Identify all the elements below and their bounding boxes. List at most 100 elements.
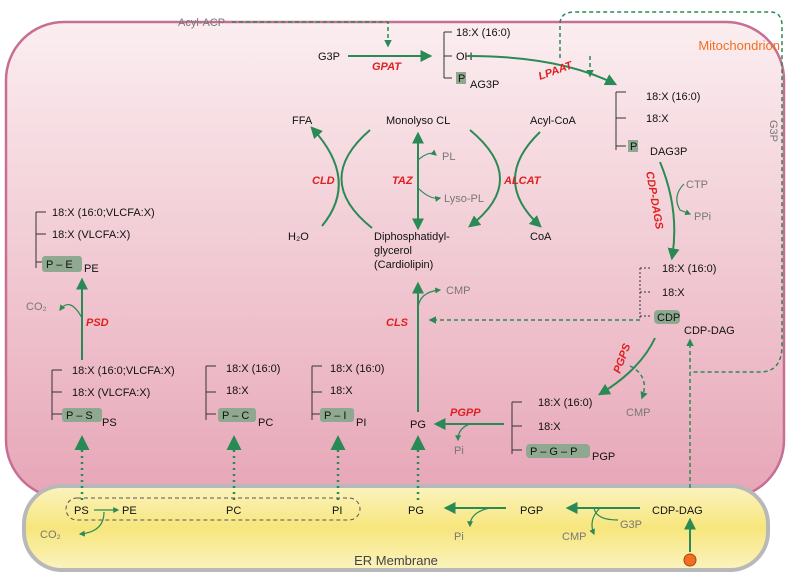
ps-chain1: 18:X (16:0;VLCFA:X) bbox=[72, 365, 175, 377]
pc-chain2: 18:X bbox=[226, 385, 249, 397]
pi-chain2: 18:X bbox=[330, 385, 353, 397]
pgp-head: P – G – P bbox=[530, 446, 578, 458]
ppi-label: PPi bbox=[694, 211, 711, 223]
cardiolipin-line3: (Cardiolipin) bbox=[374, 259, 433, 271]
cls-cmp-arrow bbox=[417, 287, 442, 311]
dag3p-chain1: 18:X (16:0) bbox=[646, 91, 700, 103]
alcat-arrow bbox=[468, 129, 501, 228]
cld-arrow bbox=[310, 126, 340, 227]
lyso-pl-label: Lyso-PL bbox=[444, 193, 484, 205]
g3p-er-label: G3P bbox=[620, 519, 642, 531]
pi-sub: PI bbox=[356, 417, 366, 429]
pe-chain2: 18:X (VLCFA:X) bbox=[52, 229, 130, 241]
coa-label: CoA bbox=[530, 231, 552, 243]
pi-phosphate-mito: Pi bbox=[454, 445, 464, 457]
pgp-bracket bbox=[511, 401, 522, 454]
er-pi-phosphate: Pi bbox=[454, 531, 464, 543]
cdp-dags-arrow bbox=[659, 161, 680, 261]
pe-bracket bbox=[35, 211, 46, 268]
dag3p-name: DAG3P bbox=[650, 146, 687, 158]
pgp-sub: PGP bbox=[592, 451, 615, 463]
er-cmp-out bbox=[589, 507, 601, 536]
psd-enzyme: PSD bbox=[86, 317, 109, 329]
cls-enzyme: CLS bbox=[386, 317, 409, 329]
alcat-coa-arrow bbox=[514, 131, 542, 228]
pe-chain1: 18:X (16:0;VLCFA:X) bbox=[52, 207, 155, 219]
cmp-er-label: CMP bbox=[562, 531, 586, 543]
ctp-label: CTP bbox=[686, 179, 708, 191]
dag3p-p-text: P bbox=[630, 141, 637, 153]
monolyso-cl-label: Monolyso CL bbox=[386, 115, 450, 127]
lpaat-arrow bbox=[467, 55, 618, 86]
ps-bracket bbox=[51, 369, 62, 420]
cdpdag-cdp-badge bbox=[654, 310, 680, 324]
co2-er-label: CO₂ bbox=[40, 529, 61, 541]
taz-enzyme: TAZ bbox=[392, 175, 414, 187]
ps-chain2: 18:X (VLCFA:X) bbox=[72, 387, 150, 399]
er-pi-label: PI bbox=[332, 505, 342, 517]
cdpdag-chain2: 18:X bbox=[662, 287, 685, 299]
cld-curve-main bbox=[340, 129, 373, 229]
pgps-cmp-dash bbox=[629, 365, 648, 400]
er-phospholipid-pool bbox=[65, 497, 361, 521]
taz-lysopl-arrow bbox=[417, 187, 442, 202]
pgp-chain1: 18:X (16:0) bbox=[538, 397, 592, 409]
er-ps-label: PS bbox=[74, 505, 89, 517]
er-membrane-label: ER Membrane bbox=[354, 553, 438, 568]
pc-head-badge bbox=[218, 408, 256, 422]
pg-mito-label: PG bbox=[410, 419, 426, 431]
co2-mito-label: CO₂ bbox=[26, 301, 47, 313]
er-g3p-in bbox=[593, 507, 619, 521]
g3p-label: G3P bbox=[318, 51, 340, 63]
ps-sub: PS bbox=[102, 417, 117, 429]
er-pg-label: PG bbox=[408, 505, 424, 517]
mitochondrion-label: Mitochondrion bbox=[698, 38, 780, 53]
pe-head-badge bbox=[42, 256, 82, 272]
pe-head: P – E bbox=[46, 259, 73, 271]
ps-head-badge bbox=[62, 408, 102, 422]
pc-sub: PC bbox=[258, 417, 273, 429]
cmp-pgps-label: CMP bbox=[626, 407, 650, 419]
cmp-cls-label: CMP bbox=[446, 285, 470, 297]
pi-head: P – I bbox=[324, 410, 346, 422]
dag3p-bracket bbox=[615, 91, 626, 150]
cdpdag-chain1: 18:X (16:0) bbox=[662, 263, 716, 275]
pc-chain1: 18:X (16:0) bbox=[226, 363, 280, 375]
er-co2-arrow bbox=[78, 511, 105, 537]
ag3p-bracket bbox=[443, 31, 452, 79]
ag3p-p-text: P bbox=[458, 73, 465, 85]
er-pi-release-arrow bbox=[467, 507, 491, 528]
er-pgp-label: PGP bbox=[520, 505, 543, 517]
ag3p-oh: OH bbox=[456, 51, 473, 63]
cardiolipin-line2: glycerol bbox=[374, 245, 412, 257]
er-pc-label: PC bbox=[226, 505, 241, 517]
pi-head-badge bbox=[320, 408, 354, 422]
ag3p-chain1: 18:X (16:0) bbox=[456, 27, 510, 39]
er-pe-label: PE bbox=[122, 505, 137, 517]
pgp-head-badge bbox=[526, 444, 590, 458]
acyl-coa-label: Acyl-CoA bbox=[530, 115, 577, 127]
pi-bracket bbox=[311, 365, 322, 420]
er-cdpdag-label: CDP-DAG bbox=[652, 505, 703, 517]
h2o-label: H₂O bbox=[288, 231, 309, 243]
alcat-enzyme: ALCAT bbox=[503, 175, 542, 187]
pl-label: PL bbox=[442, 151, 455, 163]
pgp-chain2: 18:X bbox=[538, 421, 561, 433]
pi-chain1: 18:X (16:0) bbox=[330, 363, 384, 375]
ffa-label: FFA bbox=[292, 115, 313, 127]
pgpp-enzyme: PGPP bbox=[450, 407, 481, 419]
start-dot bbox=[683, 553, 697, 567]
acyl-acp-label: Acyl-ACP bbox=[178, 17, 225, 29]
ag3p-name: AG3P bbox=[470, 79, 499, 91]
cld-enzyme: CLD bbox=[312, 175, 335, 187]
g3p-loop-dash bbox=[559, 11, 783, 373]
pe-sub: PE bbox=[84, 263, 99, 275]
ctp-ppi-arrow bbox=[676, 183, 692, 216]
gpat-enzyme: GPAT bbox=[372, 61, 402, 73]
pc-head: P – C bbox=[222, 410, 249, 422]
pc-bracket bbox=[205, 365, 216, 420]
pgpp-pi-arrow bbox=[455, 423, 471, 442]
cardiolipin-line1: Diphosphatidyl- bbox=[374, 231, 450, 243]
